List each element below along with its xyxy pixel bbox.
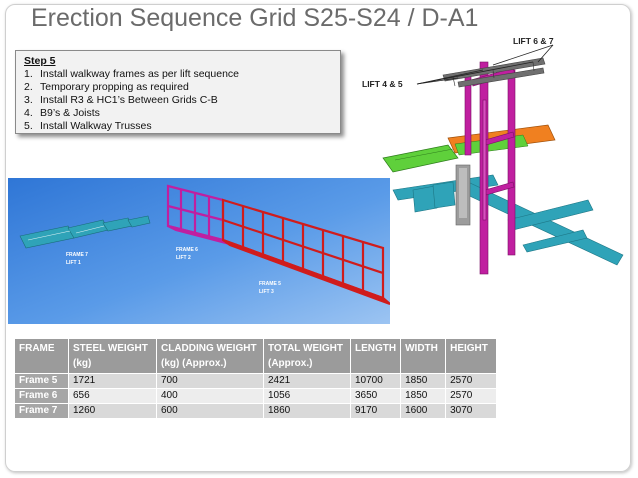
step-item: 4. B9’s & Joists (24, 107, 332, 120)
step-text: Install R3 & HC1’s Between Grids C-B (40, 94, 218, 106)
step-text: Temporary propping as required (40, 81, 189, 93)
cell-steel-weight: 1260 (68, 403, 157, 419)
structure-render-left: FRAME 7 LIFT 1 FRAME 6 LIFT 2 FRAME 5 LI… (8, 178, 390, 324)
cell-height: 3070 (445, 403, 498, 419)
cell-steel-weight: 1721 (68, 373, 157, 389)
col-header-length: LENGTH (350, 339, 402, 374)
magenta-columns (464, 61, 516, 275)
cell-length: 9170 (350, 403, 402, 419)
row-frame-name: Frame 7 (15, 403, 69, 419)
label-lift-1: LIFT 1 (66, 260, 81, 266)
label-frame-6: FRAME 6 (176, 247, 198, 253)
label-lift-3: LIFT 3 (259, 289, 274, 295)
table-row: Frame 6 656 400 1056 3650 1850 2570 (15, 388, 498, 404)
frame-5-model (221, 198, 390, 306)
col-header-steel-weight: STEEL WEIGHT(kg) (68, 339, 157, 374)
table-row: Frame 5 1721 700 2421 10700 1850 2570 (15, 373, 498, 389)
col-header-frame: FRAME (15, 339, 69, 374)
step-number: 4. (24, 107, 33, 119)
col-header-height: HEIGHT (445, 339, 498, 374)
step-number: 5. (24, 120, 33, 132)
label-frame-7: FRAME 7 (66, 252, 88, 258)
callout-lines (416, 44, 554, 85)
col-header-width: WIDTH (400, 339, 447, 374)
step-number: 3. (24, 94, 33, 106)
step-number: 2. (24, 81, 33, 93)
table-row: Frame 7 1260 600 1860 9170 1600 3070 (15, 403, 498, 419)
step-item: 3. Install R3 & HC1’s Between Grids C-B (24, 94, 332, 107)
callout-lift-6-7: LIFT 6 & 7 (513, 36, 554, 46)
cell-length: 10700 (350, 373, 402, 389)
structure-render-right (382, 44, 624, 275)
page-title: Erection Sequence Grid S25-S24 / D-A1 (31, 4, 479, 32)
callout-lift-4-5: LIFT 4 & 5 (362, 79, 403, 89)
step-text: Install Walkway Trusses (40, 120, 152, 132)
step-text: Install walkway frames as per lift seque… (40, 68, 240, 80)
slide-frame (5, 4, 631, 472)
cell-cladding-weight: 600 (156, 403, 264, 419)
grey-column (455, 164, 471, 226)
step-text: B9’s & Joists (40, 107, 100, 119)
step-heading: Step 5 (24, 55, 56, 67)
label-lift-2: LIFT 2 (176, 255, 191, 261)
cell-width: 1850 (400, 373, 447, 389)
cell-width: 1850 (400, 388, 447, 404)
cell-steel-weight: 656 (68, 388, 157, 404)
cell-total-weight: 1860 (263, 403, 351, 419)
step-item: 5. Install Walkway Trusses (24, 120, 332, 133)
frame-7-model (19, 215, 151, 249)
cell-width: 1600 (400, 403, 447, 419)
step-box: Step 5 1. Install walkway frames as per l… (15, 50, 341, 134)
frame-6-model (166, 184, 231, 246)
cell-total-weight: 1056 (263, 388, 351, 404)
step-number: 1. (24, 68, 33, 80)
cell-height: 2570 (445, 388, 498, 404)
cell-total-weight: 2421 (263, 373, 351, 389)
col-header-total-weight: TOTAL WEIGHT(Approx.) (263, 339, 351, 374)
cell-length: 3650 (350, 388, 402, 404)
cell-cladding-weight: 700 (156, 373, 264, 389)
col-header-cladding-weight: CLADDING WEIGHT(kg) (Approx.) (156, 339, 264, 374)
cell-cladding-weight: 400 (156, 388, 264, 404)
cell-height: 2570 (445, 373, 498, 389)
row-frame-name: Frame 5 (15, 373, 69, 389)
label-frame-5: FRAME 5 (259, 281, 281, 287)
row-frame-name: Frame 6 (15, 388, 69, 404)
step-item: 2. Temporary propping as required (24, 81, 332, 94)
table-header-row: FRAME STEEL WEIGHT(kg) CLADDING WEIGHT(k… (15, 339, 498, 374)
frame-spec-table: FRAME STEEL WEIGHT(kg) CLADDING WEIGHT(k… (15, 339, 498, 419)
step-item: 1. Install walkway frames as per lift seq… (24, 68, 332, 81)
